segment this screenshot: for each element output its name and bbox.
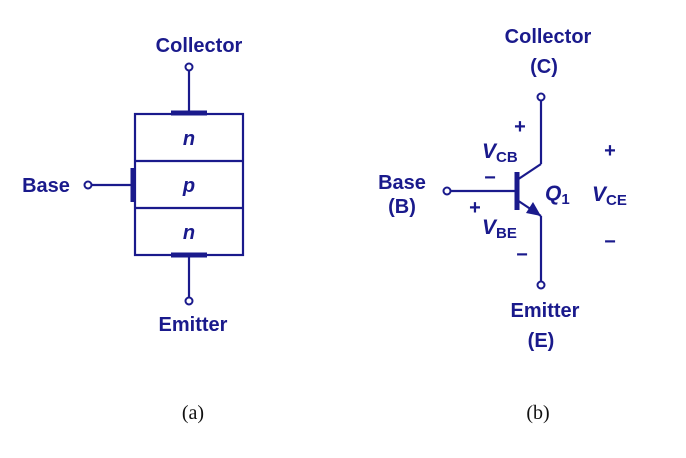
- base-label-b: Base: [378, 172, 426, 194]
- transistor-name: Q1: [545, 182, 570, 208]
- collector-label-b: Collector: [505, 26, 592, 48]
- vcb-label: VCB: [482, 140, 518, 166]
- vcb-plus: +: [514, 116, 526, 138]
- vce-plus: +: [604, 140, 616, 162]
- layer-n-top: n: [183, 128, 195, 150]
- emitter-abbr-b: (E): [528, 330, 555, 352]
- layer-p-middle: p: [182, 175, 195, 197]
- emitter-label-b: Emitter: [511, 300, 580, 322]
- collector-label-a: Collector: [156, 35, 243, 57]
- vbe-minus: −: [516, 244, 528, 266]
- npn-transistor-symbol: Collector (C) Base (B) Emitter (E) Q1 + …: [378, 26, 627, 424]
- collector-terminal-b: [536, 92, 546, 102]
- base-terminal-b: [442, 186, 452, 196]
- collector-arm-b: [516, 163, 542, 181]
- vce-minus: −: [604, 231, 616, 253]
- vbe-plus: +: [469, 197, 481, 219]
- caption-b: (b): [526, 402, 549, 424]
- vcb-minus: −: [484, 167, 496, 189]
- base-abbr-b: (B): [388, 196, 416, 218]
- npn-layer-diagram: Collector n p n Base Emitter (a): [22, 35, 245, 424]
- base-terminal-a: [83, 180, 93, 190]
- vbe-label: VBE: [482, 216, 517, 242]
- emitter-label-a: Emitter: [159, 314, 228, 336]
- emitter-terminal-b: [536, 280, 546, 290]
- collector-abbr-b: (C): [530, 56, 558, 78]
- caption-a: (a): [182, 402, 204, 424]
- emitter-terminal-a: [184, 296, 194, 306]
- base-label-a: Base: [22, 175, 70, 197]
- vce-label: VCE: [592, 183, 627, 209]
- layer-n-bottom: n: [183, 222, 195, 244]
- emitter-arrow-icon: [526, 202, 541, 216]
- collector-terminal-a: [184, 62, 194, 72]
